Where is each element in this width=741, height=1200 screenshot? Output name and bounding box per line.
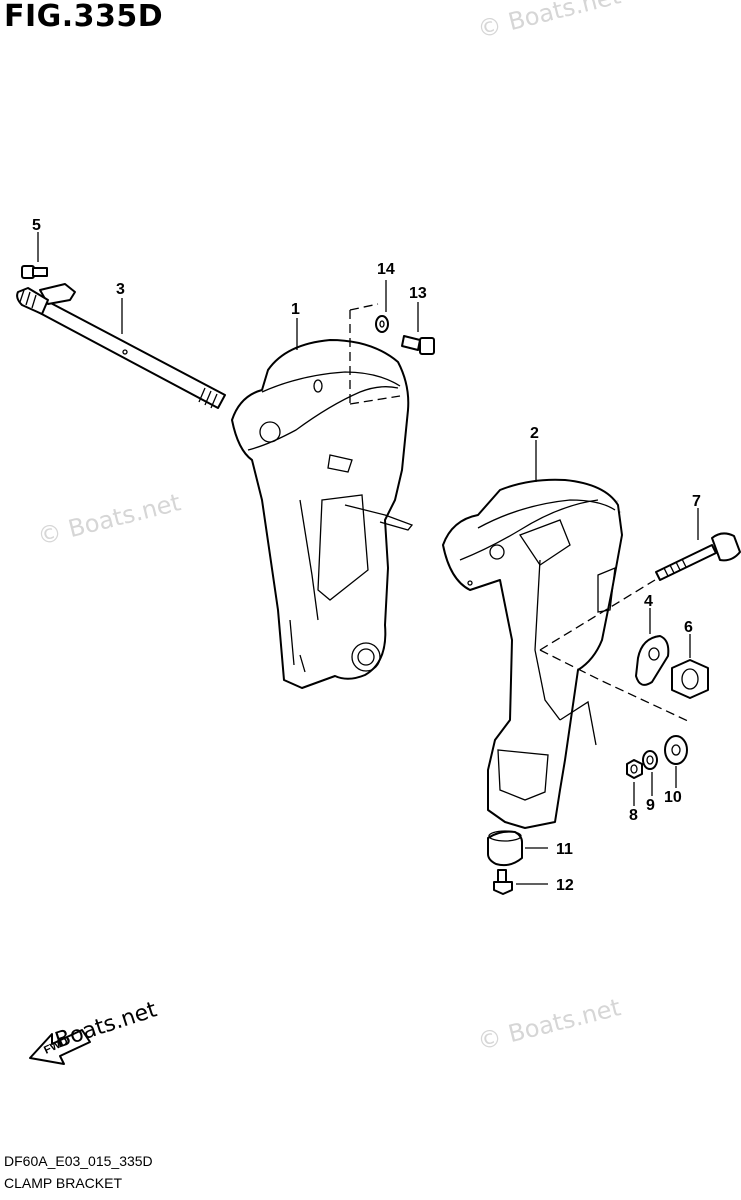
figure-caption: CLAMP BRACKET <box>4 1175 122 1191</box>
callout-14: 14 <box>377 261 395 278</box>
part-8-nut <box>626 759 643 806</box>
callout-4: 4 <box>644 593 653 610</box>
figure-code: DF60A_E03_015_335D <box>4 1153 153 1169</box>
alignment-lines-lower <box>539 579 691 723</box>
part-13-bolt <box>401 302 435 355</box>
part-14-washer <box>375 280 389 333</box>
watermark: © Boats.net <box>475 993 624 1056</box>
callout-7: 7 <box>692 493 701 510</box>
part-11-stopper <box>487 830 548 867</box>
watermark: © Boats.net <box>475 0 624 44</box>
part-6-nut <box>671 634 709 699</box>
part-1-clamp-bracket <box>231 318 414 689</box>
callout-6: 6 <box>684 619 693 636</box>
callout-8: 8 <box>629 807 638 824</box>
part-9-washer <box>642 750 658 796</box>
callout-5: 5 <box>32 217 41 234</box>
watermark: © Boats.net <box>35 488 184 551</box>
callout-13: 13 <box>409 285 427 302</box>
callout-1: 1 <box>291 301 300 318</box>
part-10-washer <box>664 735 688 788</box>
callout-9: 9 <box>646 797 655 814</box>
alignment-lines-upper <box>349 303 401 405</box>
part-2-clamp-bracket <box>442 440 623 829</box>
figure-title: FIG.335D <box>4 0 164 34</box>
part-5-bolt <box>21 232 48 279</box>
callout-10: 10 <box>664 789 682 806</box>
part-12-screw <box>493 869 548 895</box>
callout-3: 3 <box>116 281 125 298</box>
part-3-shaft <box>16 283 226 409</box>
callout-11: 11 <box>556 841 573 858</box>
part-7-bolt <box>655 508 741 581</box>
fwd-direction-arrow: FWD Boats.net <box>29 997 160 1065</box>
callout-12: 12 <box>556 877 574 894</box>
part-4-plate <box>635 608 670 686</box>
fwd-badge-text: Boats.net <box>52 997 160 1053</box>
callout-2: 2 <box>530 425 539 442</box>
